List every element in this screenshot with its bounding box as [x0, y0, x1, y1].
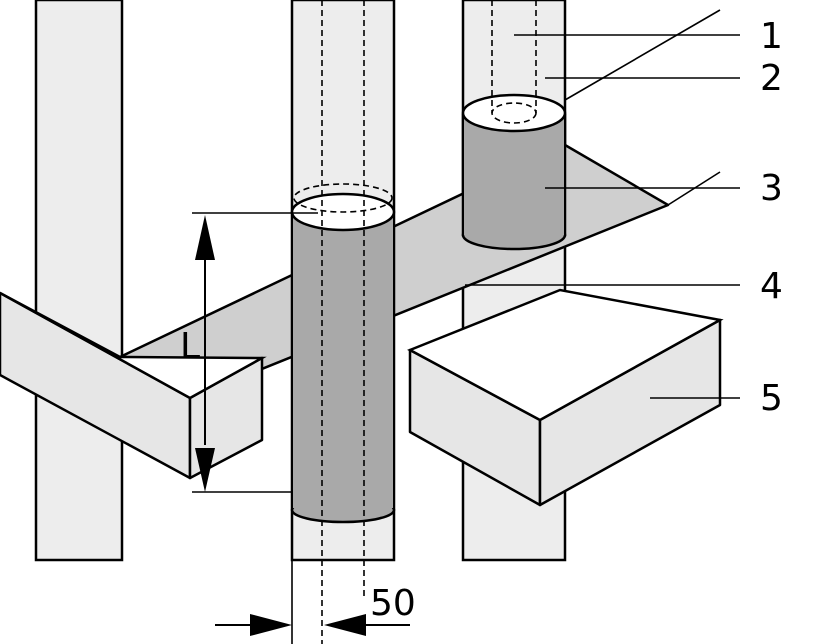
label-1: 1: [760, 16, 783, 57]
left-beam-top: [0, 291, 267, 400]
dimension-50-label: 50: [370, 583, 416, 624]
back-sleeve-top: [461, 93, 567, 133]
left-background-pipe: [34, 0, 124, 562]
right-beam-top: [407, 288, 724, 422]
label-3: 3: [760, 168, 783, 209]
label-2: 2: [760, 58, 783, 99]
label-4: 4: [760, 266, 783, 307]
label-5: 5: [760, 378, 783, 419]
dimension-L-label: L: [180, 326, 200, 367]
